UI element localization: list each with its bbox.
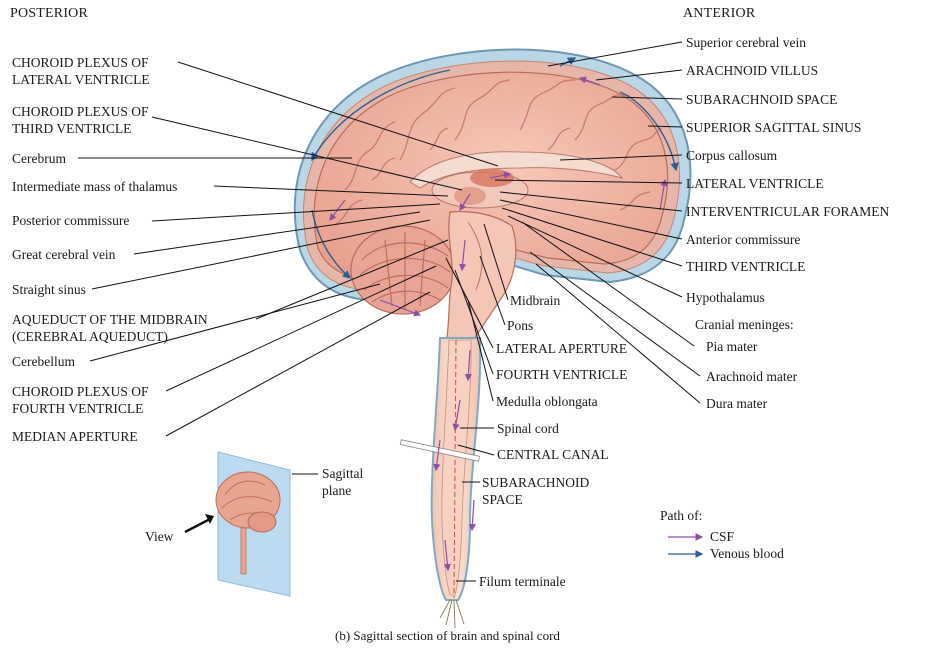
cerebellum-section (350, 225, 456, 315)
label-third-ventricle: THIRD VENTRICLE (686, 259, 806, 274)
leader-lines (78, 41, 701, 582)
label-spinal-cord: Spinal cord (497, 421, 559, 436)
label-view: View (145, 529, 174, 544)
label-pia-mater: Pia mater (706, 339, 758, 354)
label-central-canal: CENTRAL CANAL (497, 447, 609, 462)
label-subarachnoid-space: SUBARACHNOID SPACE (686, 92, 838, 107)
label-median-aperture: MEDIAN APERTURE (12, 429, 138, 444)
legend-swatches (668, 533, 704, 558)
label-dura-mater: Dura mater (706, 396, 768, 411)
label-filum-terminale: Filum terminale (479, 574, 566, 589)
label-hypothalamus: Hypothalamus (686, 290, 765, 305)
label-corpus-callosum: Corpus callosum (686, 148, 778, 163)
label-lateral-aperture: LATERAL APERTURE (496, 341, 628, 356)
label-arachnoid-mater: Arachnoid mater (706, 369, 798, 384)
label-cranial-meninges: Cranial meninges: (695, 317, 794, 332)
label-interventricular-foramen: INTERVENTRICULAR FORAMEN (686, 204, 890, 219)
legend-venous-blood: Venous blood (710, 546, 784, 561)
label-subarachnoid-space-lower: SUBARACHNOID SPACE (482, 475, 590, 507)
label-choroid-fourth: CHOROID PLEXUS OF FOURTH VENTRICLE (12, 384, 149, 416)
legend-csf: CSF (710, 529, 735, 544)
label-pons: Pons (507, 318, 534, 333)
label-great-cerebral-vein: Great cerebral vein (12, 247, 116, 262)
sagittal-inset (184, 451, 291, 597)
label-sagittal-plane: Sagittal plane (322, 466, 364, 498)
label-choroid-third: CHOROID PLEXUS OF THIRD VENTRICLE (12, 104, 149, 136)
label-arachnoid-villus: ARACHNOID VILLUS (686, 63, 819, 78)
label-midbrain: Midbrain (510, 293, 561, 308)
label-cerebrum: Cerebrum (12, 151, 66, 166)
figure-caption: (b) Sagittal section of brain and spinal… (335, 628, 560, 643)
label-anterior-commissure: Anterior commissure (686, 232, 801, 247)
posterior-label: POSTERIOR (10, 6, 89, 21)
label-superior-cerebral-vein: Superior cerebral vein (686, 35, 806, 50)
label-aqueduct: AQUEDUCT OF THE MIDBRAIN (CEREBRAL AQUED… (12, 312, 208, 344)
label-fourth-ventricle: FOURTH VENTRICLE (496, 367, 628, 382)
view-arrow-icon (184, 516, 213, 534)
legend-title: Path of: (660, 508, 703, 523)
spinal-cord (399, 337, 482, 629)
label-straight-sinus: Straight sinus (12, 282, 86, 297)
label-superior-sagittal-sinus: SUPERIOR SAGITTAL SINUS (686, 120, 862, 135)
label-choroid-lateral: CHOROID PLEXUS OF LATERAL VENTRICLE (12, 55, 150, 87)
label-cerebellum: Cerebellum (12, 354, 75, 369)
label-medulla: Medulla oblongata (496, 394, 598, 409)
brainstem (445, 210, 517, 346)
anterior-label: ANTERIOR (683, 6, 756, 21)
label-intermediate-mass: Intermediate mass of thalamus (12, 179, 178, 194)
venous-flow-arrows (311, 57, 679, 279)
label-posterior-commissure: Posterior commissure (12, 213, 130, 228)
label-lateral-ventricle: LATERAL VENTRICLE (686, 176, 824, 191)
